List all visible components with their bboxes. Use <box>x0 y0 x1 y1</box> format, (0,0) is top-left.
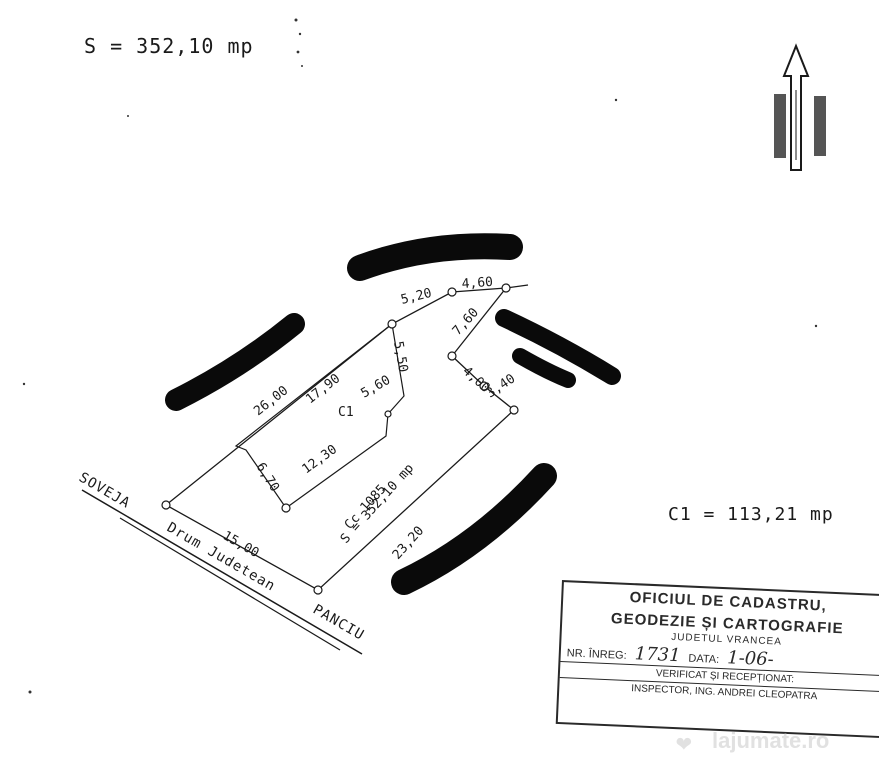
parcel-area-label: S = 352,10 mp <box>338 461 417 547</box>
dimension-5-20: 5,20 <box>399 286 433 308</box>
north-arrow-icon <box>774 43 826 171</box>
road-edge-bottom <box>119 517 341 651</box>
dimension-5-60: 5,60 <box>359 373 394 402</box>
dimension-26-00: 26,00 <box>251 383 291 419</box>
building-c1-outline <box>234 322 405 509</box>
scan-specks <box>22 18 818 694</box>
dimension-23-20: 23,20 <box>390 524 427 563</box>
dimension-12-30: 12,30 <box>300 442 340 477</box>
dimension-6-70: 6,70 <box>253 460 282 495</box>
stamp-reg-value: 1731 <box>634 643 681 667</box>
dimension-7-60: 7,60 <box>450 305 482 338</box>
official-stamp: OFICIUL DE CADASTRU, GEODEZIE ȘI CARTOGR… <box>555 580 879 739</box>
watermark-hands-icon: ❤ <box>676 728 692 758</box>
c1-area-label: C1 = 113,21 mp <box>668 504 834 525</box>
building-label: C1 <box>338 405 354 420</box>
total-area-label: S = 352,10 mp <box>84 34 254 58</box>
stamp-date-value: 1-06- <box>726 647 775 671</box>
boundary-vertices <box>161 283 519 595</box>
dimension-3-40: 3,40 <box>484 371 518 401</box>
watermark-text: lajumate.ro <box>712 728 830 753</box>
road-edge-top <box>81 489 363 655</box>
redactions <box>165 233 621 595</box>
dimension-4-60: 4,60 <box>461 275 493 292</box>
road-name-label: Drum Judetean <box>164 520 278 595</box>
stamp-date-label: DATA: <box>688 652 720 666</box>
dimension-5-50: 5,50 <box>390 340 410 373</box>
stamp-reg-label: NR. ÎNREG: <box>566 647 627 662</box>
